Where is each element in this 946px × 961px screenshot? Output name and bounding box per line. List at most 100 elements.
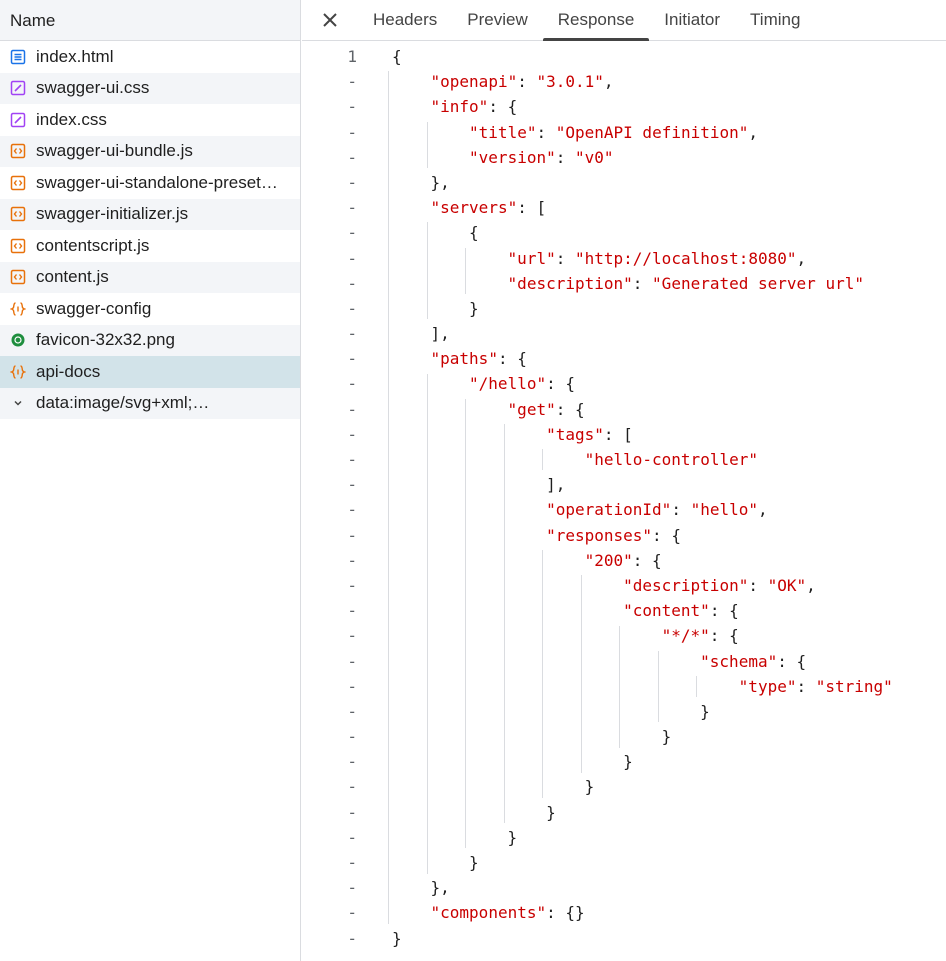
json-key: "responses" — [546, 525, 653, 545]
line-number: - — [347, 424, 357, 444]
json-key: "description" — [507, 273, 633, 293]
line-number: - — [347, 399, 357, 419]
request-row-swagger-config[interactable]: swagger-config — [0, 293, 300, 325]
request-row-contentscript-js[interactable]: contentscript.js — [0, 230, 300, 262]
json-punctuation: } — [469, 853, 479, 872]
json-punctuation: }, — [430, 878, 450, 898]
line-number: - — [347, 802, 357, 822]
indent-guide — [465, 398, 467, 849]
json-punctuation: { — [392, 47, 402, 66]
code-content: "type": "string" — [739, 674, 893, 699]
json-string: "v0" — [575, 147, 614, 167]
response-viewer[interactable]: 1{-"openapi": "3.0.1",-"info": {-"title"… — [302, 44, 946, 961]
line-number: - — [347, 853, 357, 872]
line-number: - — [347, 450, 357, 469]
code-content: "operationId": "hello", — [546, 497, 768, 522]
document-icon — [10, 49, 26, 65]
request-name: contentscript.js — [36, 235, 150, 255]
json-punctuation: }, — [430, 172, 450, 192]
code-line: - "get": { — [302, 397, 946, 422]
json-key: "url" — [507, 248, 556, 268]
json-string: "string" — [815, 676, 893, 696]
line-number: - — [347, 727, 357, 747]
json-punctuation: : — [517, 72, 537, 92]
request-row-api-docs[interactable]: api-docs — [0, 356, 300, 388]
close-icon[interactable] — [302, 0, 358, 40]
code-line: -} — [302, 825, 946, 850]
json-key: "type" — [738, 676, 797, 696]
line-number: - — [347, 147, 357, 167]
json-key: "*/*" — [661, 626, 710, 646]
code-content: } — [662, 724, 672, 749]
request-row-index-css[interactable]: index.css — [0, 104, 300, 136]
indent-guide — [657, 650, 659, 723]
json-punctuation: : — [632, 273, 653, 293]
json-punctuation: : — [796, 676, 816, 696]
indent-guide — [426, 121, 428, 168]
json-punctuation: : — [671, 500, 691, 520]
chevron-down-icon[interactable] — [10, 396, 26, 411]
code-line: -{ — [302, 220, 946, 245]
indent-guide — [426, 222, 428, 320]
indent-guide — [542, 449, 544, 471]
code-line: -"paths": { — [302, 346, 946, 371]
request-row-swagger-ui-css[interactable]: swagger-ui.css — [0, 72, 300, 104]
request-row-data-image-svg-xml[interactable]: data:image/svg+xml;… — [0, 387, 300, 419]
line-number: - — [347, 752, 357, 772]
line-number: - — [347, 701, 357, 721]
json-string: "Generated server url" — [652, 273, 864, 293]
indent-guide — [465, 247, 467, 294]
request-row-swagger-ui-bundle-js[interactable]: swagger-ui-bundle.js — [0, 135, 300, 167]
code-content: } — [585, 774, 595, 799]
indent-guide — [426, 373, 428, 874]
tab-preview[interactable]: Preview — [467, 10, 528, 29]
tab-headers[interactable]: Headers — [373, 10, 438, 29]
json-string: "hello-controller" — [584, 450, 758, 469]
json-punctuation: } — [392, 928, 402, 948]
code-content: { — [392, 44, 402, 69]
code-content: "info": { — [431, 94, 518, 119]
request-row-index-html[interactable]: index.html — [0, 41, 300, 73]
json-string: "http://localhost:8080" — [574, 248, 797, 268]
code-line: -"type": "string" — [302, 674, 946, 699]
code-line: -"/hello": { — [302, 371, 946, 396]
json-punctuation: ], — [430, 324, 450, 344]
json-string: "OpenAPI definition" — [555, 122, 749, 142]
script-icon — [10, 206, 26, 222]
code-content: "paths": { — [431, 346, 527, 371]
json-punctuation: } — [469, 298, 479, 318]
json-punctuation: : — [555, 248, 575, 268]
indent-guide — [388, 71, 389, 924]
request-name: data:image/svg+xml;… — [36, 393, 210, 413]
request-row-content-js[interactable]: content.js — [0, 261, 300, 293]
json-key: "content" — [623, 601, 710, 621]
code-content: "get": { — [508, 397, 585, 422]
json-string: "OK" — [767, 575, 807, 595]
json-punctuation: } — [661, 727, 672, 747]
line-number: - — [347, 550, 357, 570]
line-number: - — [347, 903, 357, 923]
tab-timing[interactable]: Timing — [750, 10, 801, 29]
request-row-favicon-32x32-png[interactable]: favicon-32x32.png — [0, 324, 300, 356]
json-punctuation: } — [623, 752, 633, 772]
tab-response[interactable]: Response — [542, 0, 650, 41]
json-string: "3.0.1" — [536, 72, 604, 92]
line-number: - — [347, 248, 357, 268]
request-row-swagger-ui-standalone-preset[interactable]: swagger-ui-standalone-preset… — [0, 167, 300, 199]
code-content: } — [623, 749, 633, 774]
code-content: } — [392, 926, 402, 951]
code-content: "title": "OpenAPI definition", — [469, 120, 758, 145]
code-line: -} — [302, 699, 946, 724]
request-row-swagger-initializer-js[interactable]: swagger-initializer.js — [0, 198, 300, 230]
json-key: "version" — [469, 147, 556, 167]
tab-initiator[interactable]: Initiator — [664, 10, 721, 29]
code-content: "openapi": "3.0.1", — [431, 69, 614, 94]
json-punctuation: } — [546, 802, 556, 822]
request-name: index.css — [36, 109, 107, 129]
json-key: "get" — [507, 399, 556, 419]
name-column-header[interactable]: Name — [0, 0, 300, 41]
code-line: -"content": { — [302, 598, 946, 623]
code-content: "servers": [ — [431, 195, 547, 220]
json-punctuation: , — [796, 248, 807, 268]
